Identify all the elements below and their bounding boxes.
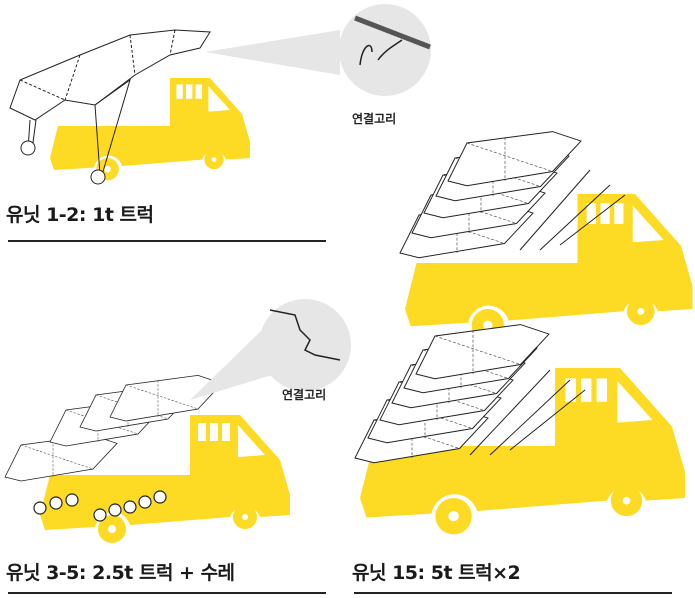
rope-icon — [354, 15, 431, 50]
callout-label-connector: 연결고리 — [282, 388, 327, 402]
hook-icon — [359, 39, 403, 66]
callout-connector-1 — [339, 4, 431, 96]
divider — [8, 240, 326, 242]
callout-label-connector: 연결고리 — [352, 112, 397, 126]
canopy-unit-3-5 — [4, 374, 223, 522]
caption-unit-1-2: 유닛 1-2: 1t 트럭 — [6, 204, 154, 226]
caption-unit-3-5: 유닛 3-5: 2.5t 트럭 + 수레 — [6, 562, 235, 584]
callout-beam — [190, 330, 272, 400]
callout-beam — [205, 30, 340, 75]
caption-unit-15: 유닛 15: 5t 트럭×2 — [352, 562, 521, 584]
divider — [8, 592, 326, 594]
hook-chain-icon — [269, 309, 341, 361]
canopy-unit-15 — [354, 324, 586, 464]
divider — [354, 592, 672, 594]
canopy-unit-1-2 — [9, 29, 211, 185]
canopy-unit-stack-top — [399, 131, 626, 259]
callout-connector-2 — [259, 299, 351, 391]
